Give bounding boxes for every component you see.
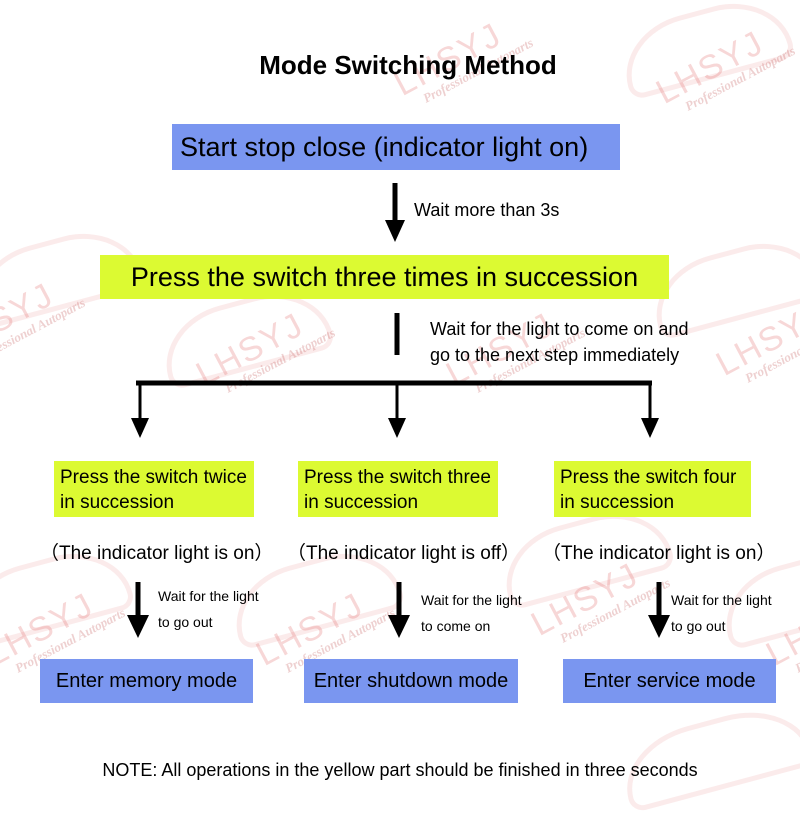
wait-note-line: Wait for the light: [671, 592, 772, 608]
mode-box-memory: Enter memory mode: [40, 659, 253, 703]
press-three-times-box: Press the switch three times in successi…: [100, 255, 669, 299]
status-text-memory: （The indicator light is on）: [40, 543, 274, 564]
branch-press-box-memory: Press the switch twice in succession: [54, 461, 254, 517]
branch-press-label: in succession: [304, 492, 419, 513]
page-title: Mode Switching Method: [259, 50, 557, 80]
wait-light-note-line: go to the next step immediately: [430, 345, 680, 365]
start-step-box: Start stop close (indicator light on): [172, 124, 620, 170]
wait-note-line: to come on: [421, 618, 491, 634]
arrowhead: [131, 418, 149, 438]
wait-note-shutdown: Wait for the light to come on: [421, 587, 561, 639]
branch-press-label: Press the switch three: [304, 467, 491, 488]
branch-press-box-shutdown: Press the switch three in succession: [298, 461, 498, 517]
arrowhead: [385, 220, 405, 242]
status-text-shutdown: （The indicator light is off）: [287, 543, 521, 564]
branch-press-box-service: Press the switch four in succession: [554, 461, 751, 517]
wait-note-line: to go out: [158, 614, 213, 630]
wait-light-note-line: Wait for the light to come on and: [430, 319, 689, 339]
status-text-service: （The indicator light is on）: [542, 543, 776, 564]
branch-press-label: in succession: [60, 492, 175, 513]
arrowhead: [388, 615, 410, 638]
mode-box-service: Enter service mode: [563, 659, 776, 703]
footer-note: NOTE: All operations in the yellow part …: [102, 760, 698, 780]
wait-note-memory: Wait for the light to go out: [158, 583, 298, 635]
arrowhead: [388, 418, 406, 438]
branch-press-label: in succession: [560, 492, 675, 513]
wait-note-service: Wait for the light to go out: [671, 587, 796, 639]
wait-note-line: Wait for the light: [421, 592, 522, 608]
arrowhead: [648, 615, 670, 638]
mode-box-shutdown: Enter shutdown mode: [304, 659, 518, 703]
branch-press-label: Press the switch twice: [60, 467, 247, 488]
wait-note-line: to go out: [671, 618, 726, 634]
wait-note-line: Wait for the light: [158, 588, 259, 604]
wait-3s-note: Wait more than 3s: [414, 200, 560, 220]
arrowhead: [641, 418, 659, 438]
arrowhead: [127, 615, 149, 638]
branch-press-label: Press the switch four: [560, 467, 737, 488]
wait-light-note: Wait for the light to come on and go to …: [430, 316, 750, 368]
